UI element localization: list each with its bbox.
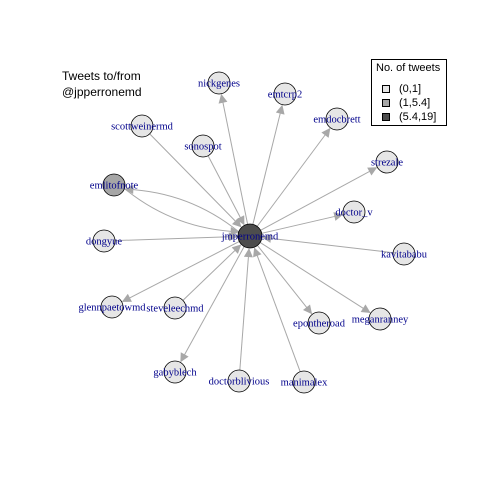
node-manimalex[interactable] (292, 370, 316, 394)
edge-dongyue (114, 232, 238, 242)
node-strezale[interactable] (375, 150, 399, 174)
node-label-steveleechmd: steveleechmd (146, 304, 204, 315)
edge-nickgenes (218, 93, 249, 225)
legend-item-1: (0,1] (382, 82, 421, 95)
node-gabyblech[interactable] (163, 360, 187, 384)
edge-manimalex (253, 247, 301, 372)
node-doctor_v[interactable] (342, 200, 366, 224)
edge-doctorblivious (239, 248, 253, 371)
title-line-2: @jpperronemd (62, 85, 142, 99)
legend-label-3: (5.4,19] (399, 110, 437, 123)
node-label-epontheroad: epontheroad (293, 319, 346, 330)
node-dongyue[interactable] (92, 229, 116, 253)
node-label-emlitofnote: emlitofnote (90, 181, 139, 192)
node-hub[interactable] (237, 223, 263, 249)
edge-meganranney (259, 242, 371, 314)
diagram-title: Tweets to/from @jpperronemd (62, 68, 202, 100)
node-kavitababu[interactable] (392, 242, 416, 266)
node-label-meganranney: meganranney (352, 315, 409, 326)
legend: No. of tweets (0,1] (1,5.4] (5.4,19] (371, 59, 447, 126)
node-meganranney[interactable] (368, 307, 392, 331)
edge-in-emlitofnote (124, 188, 240, 236)
node-epontheroad[interactable] (307, 311, 331, 335)
legend-item-3: (5.4,19] (382, 110, 436, 123)
edge-emdocbrett (256, 127, 331, 227)
node-label-hub: jmperronemd (221, 232, 279, 243)
node-label-emdocbrett: emdocbrett (313, 115, 360, 126)
node-label-sonospot: sonospot (184, 142, 221, 153)
legend-swatch-2 (382, 98, 390, 107)
nodes (92, 71, 416, 394)
legend-item-2: (1,5.4] (382, 96, 430, 109)
node-steveleechmd[interactable] (163, 296, 187, 320)
node-nickgenes[interactable] (207, 71, 231, 95)
node-glennpaetowmd[interactable] (100, 295, 124, 319)
node-label-manimalex: manimalex (281, 378, 328, 389)
edge-glennpaetowmd (121, 241, 240, 302)
node-sonospot[interactable] (191, 134, 215, 158)
node-label-emtcrp2: emtcrp2 (268, 90, 302, 101)
legend-label-1: (0,1] (399, 82, 422, 95)
edge-epontheroad (257, 245, 313, 315)
node-label-strezale: strezale (371, 158, 403, 169)
edge-scottweinermd (149, 133, 242, 228)
node-doctorblivious[interactable] (227, 369, 251, 393)
node-emlitofnote[interactable] (102, 173, 126, 197)
legend-title: No. of tweets (376, 62, 441, 74)
legend-swatch-3 (382, 112, 390, 121)
node-label-scottweinermd: scottweinermd (111, 122, 174, 133)
node-label-dongyue: dongyue (86, 237, 123, 248)
title-line-1: Tweets to/from (62, 69, 141, 83)
node-label-doctor_v: doctor_v (335, 208, 373, 219)
edge-gabyblech (180, 246, 245, 363)
node-emdocbrett[interactable] (325, 107, 349, 131)
edges (114, 93, 394, 372)
node-labels: nickgenes emtcrp2 emdocbrett scottweinermd s… (78, 79, 427, 389)
edge-out-emlitofnote (124, 185, 240, 233)
legend-label-2: (1,5.4] (399, 96, 431, 109)
node-label-gabyblech: gabyblech (153, 368, 197, 379)
node-label-kavitababu: kavitababu (381, 250, 428, 261)
edge-doctor_v (261, 212, 344, 234)
node-label-glennpaetowmd: glennpaetowmd (78, 303, 146, 314)
edge-strezale (260, 167, 378, 231)
edge-sonospot (207, 155, 245, 226)
edge-steveleechmd (182, 244, 242, 301)
legend-swatch-1 (382, 84, 390, 93)
edge-kavitababu (262, 233, 394, 254)
edge-emtcrp2 (252, 104, 285, 225)
node-scottweinermd[interactable] (130, 114, 154, 138)
node-emtcrp2[interactable] (273, 82, 297, 106)
node-label-doctorblivious: doctorblivious (209, 377, 270, 388)
node-label-nickgenes: nickgenes (198, 79, 240, 90)
